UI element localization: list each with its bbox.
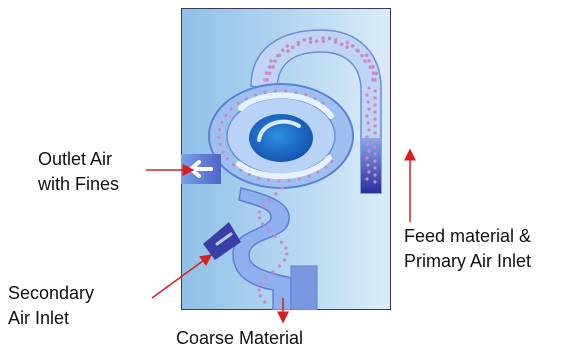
label-outlet-air: Outlet Air with Fines xyxy=(38,147,119,197)
classifier-illustration xyxy=(181,8,391,310)
label-feed-inlet: Feed material & Primary Air Inlet xyxy=(404,224,531,274)
classifier-drawing xyxy=(181,8,391,310)
label-coarse-material: Coarse Material xyxy=(176,326,303,351)
label-secondary-inlet: Secondary Air Inlet xyxy=(8,281,94,331)
coarse-outlet xyxy=(291,266,317,310)
primary-inlet-riser xyxy=(361,138,381,193)
